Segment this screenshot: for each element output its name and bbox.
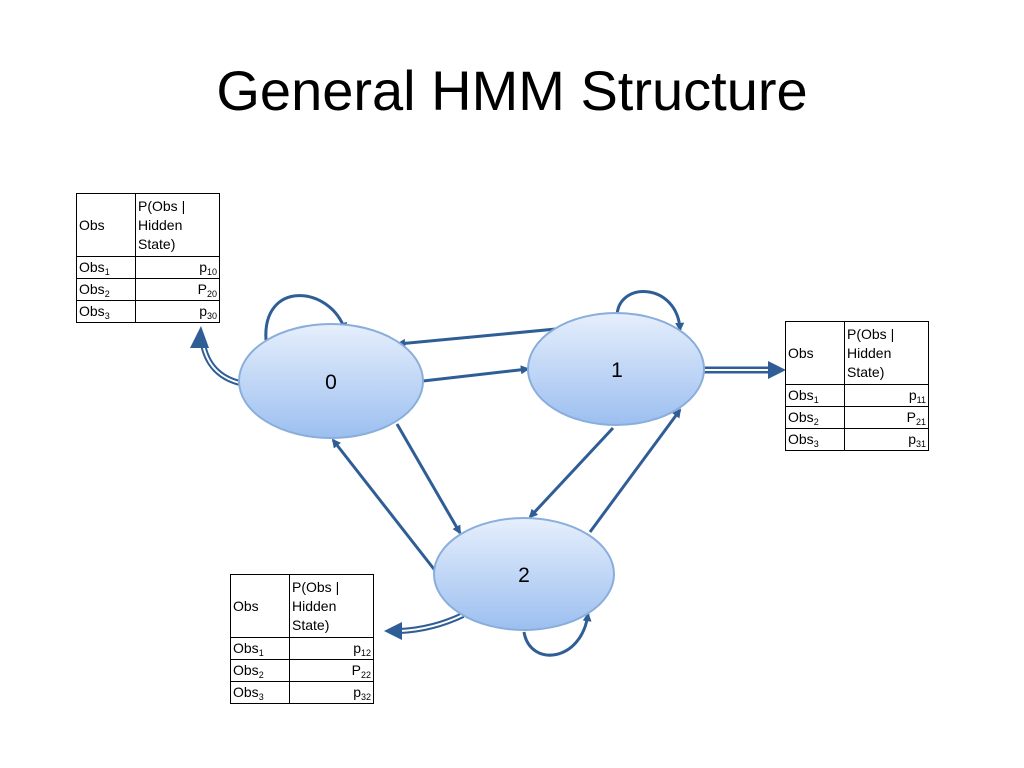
- obs-cell: Obs3: [76, 300, 136, 323]
- table-row: Obs1 p10: [76, 256, 220, 279]
- table-header-obs: Obs: [230, 574, 290, 638]
- emission-table-state-0: Obs P(Obs | Hidden State) Obs1 p10 Obs2 …: [76, 193, 220, 323]
- table-header-prob: P(Obs | Hidden State): [135, 193, 220, 257]
- prob-cell: p30: [135, 300, 220, 323]
- emission-table-state-1: Obs P(Obs | Hidden State) Obs1 p11 Obs2 …: [785, 321, 929, 451]
- prob-cell: P21: [844, 406, 929, 429]
- arrow-1-to-2: [528, 426, 615, 519]
- table-header-prob: P(Obs | Hidden State): [289, 574, 374, 638]
- state-node-1: 1: [527, 312, 705, 426]
- table-header-obs: Obs: [76, 193, 136, 257]
- self-loop-0: [264, 294, 347, 341]
- obs-cell: Obs3: [785, 428, 845, 451]
- emission-table-state-2: Obs P(Obs | Hidden State) Obs1 p12 Obs2 …: [230, 574, 374, 704]
- arrow-0-to-1: [422, 365, 530, 383]
- table-row: Obs3 p31: [785, 428, 929, 451]
- arrow-1-to-0: [396, 327, 557, 348]
- prob-cell: p32: [289, 681, 374, 704]
- table-row: Obs1 p11: [785, 384, 929, 407]
- prob-cell: p12: [289, 637, 374, 660]
- prob-cell: P22: [289, 659, 374, 682]
- table-header-prob: P(Obs | Hidden State): [844, 321, 929, 385]
- emission-arrow-0: [190, 326, 241, 386]
- slide-title: General HMM Structure: [216, 59, 808, 122]
- table-row: Obs3 p30: [76, 300, 220, 323]
- table-row: Obs2 P21: [785, 406, 929, 429]
- state-label-2: 2: [518, 564, 530, 587]
- obs-cell: Obs2: [230, 659, 290, 682]
- state-label-1: 1: [611, 359, 623, 382]
- prob-cell: p11: [844, 384, 929, 407]
- table-header-obs: Obs: [785, 321, 845, 385]
- prob-cell: p10: [135, 256, 220, 279]
- obs-cell: Obs2: [785, 406, 845, 429]
- table-row: Obs1 p12: [230, 637, 374, 660]
- obs-cell: Obs2: [76, 278, 136, 301]
- table-row: Obs2 P20: [76, 278, 220, 301]
- arrow-2-to-0: [331, 438, 439, 574]
- obs-cell: Obs3: [230, 681, 290, 704]
- state-label-0: 0: [325, 371, 337, 394]
- state-node-2: 2: [433, 517, 615, 631]
- prob-cell: p31: [844, 428, 929, 451]
- table-row: Obs3 p32: [230, 681, 374, 704]
- obs-cell: Obs1: [76, 256, 136, 279]
- self-loop-2: [522, 612, 592, 657]
- prob-cell: P20: [135, 278, 220, 301]
- arrow-2-to-1: [588, 408, 682, 533]
- arrow-0-to-2: [395, 423, 462, 535]
- self-loop-1: [615, 290, 685, 332]
- emission-arrow-1: [704, 361, 786, 379]
- obs-cell: Obs1: [230, 637, 290, 660]
- state-node-0: 0: [238, 323, 424, 439]
- emission-arrow-2: [384, 612, 465, 640]
- table-row: Obs2 P22: [230, 659, 374, 682]
- obs-cell: Obs1: [785, 384, 845, 407]
